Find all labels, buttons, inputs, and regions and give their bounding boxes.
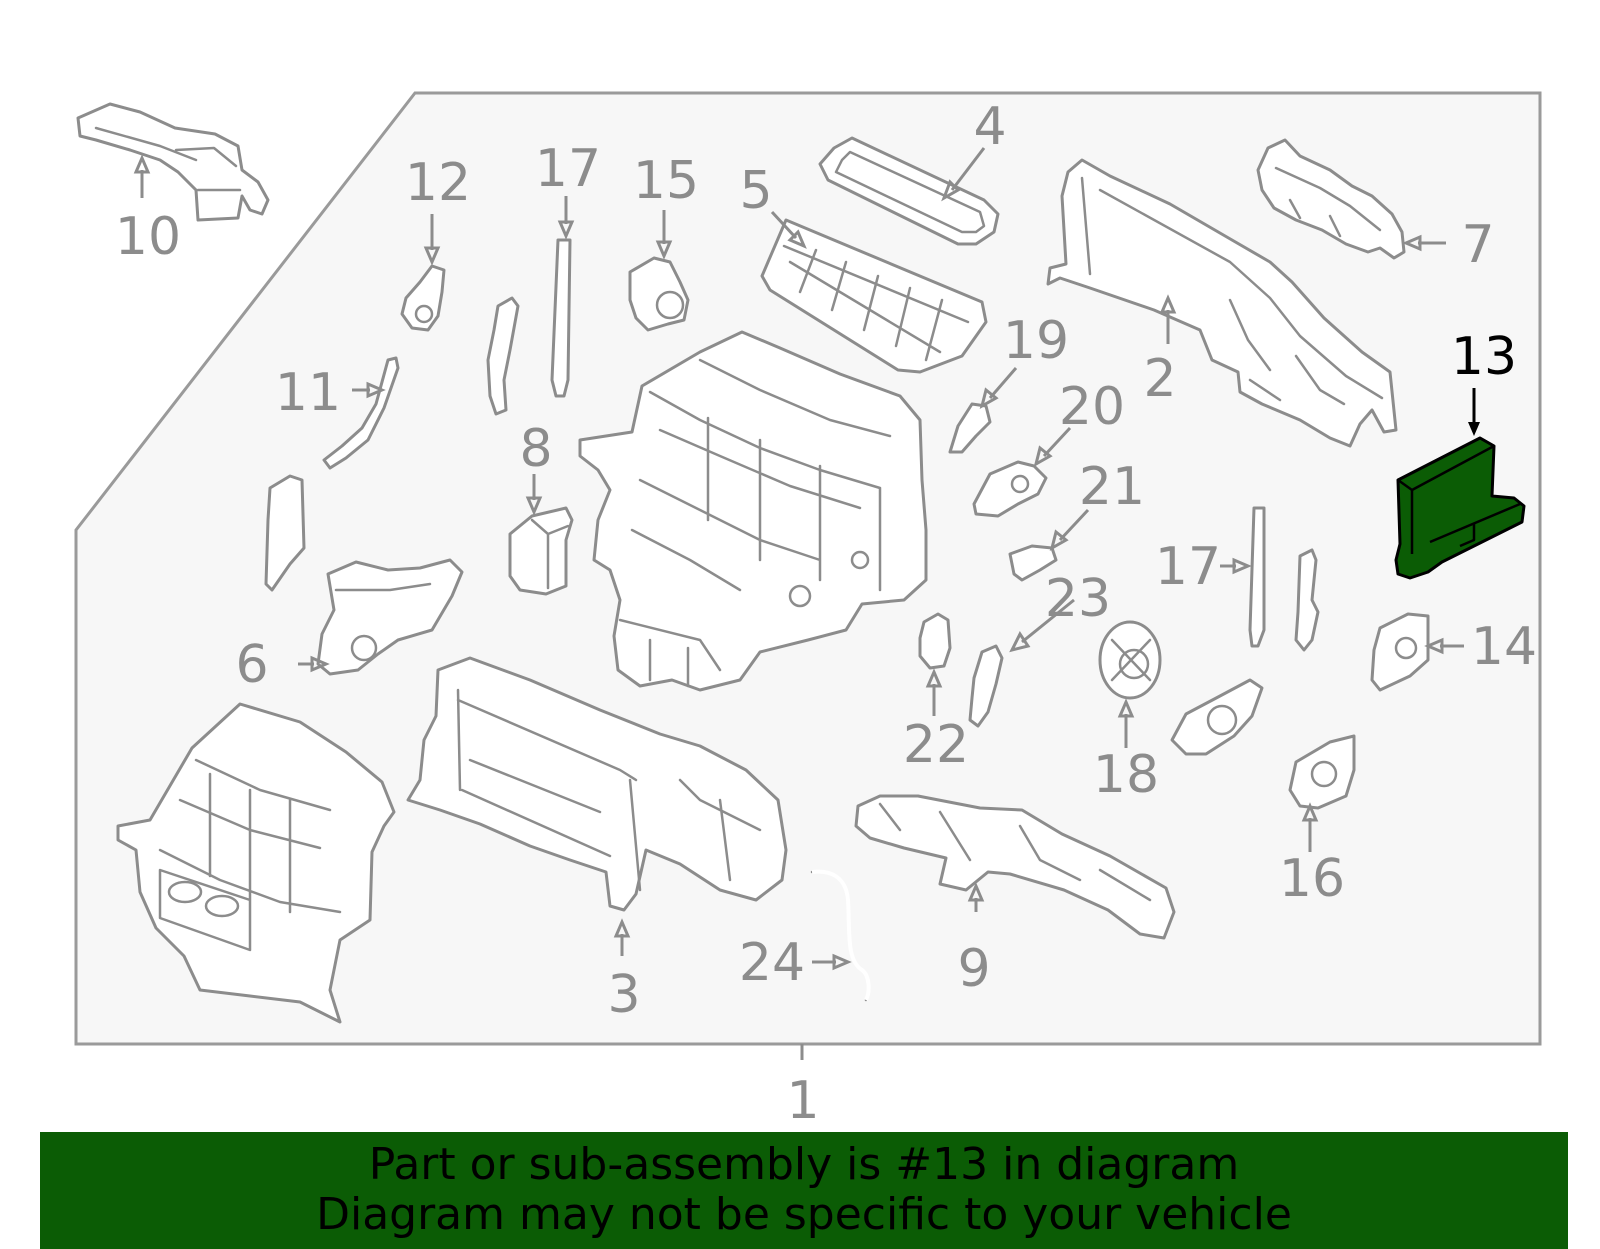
- callout-2: 2: [1143, 349, 1176, 409]
- callout-7: 7: [1461, 215, 1494, 275]
- part-5[interactable]: [760, 218, 988, 374]
- callout-23: 23: [1045, 569, 1111, 629]
- part-4[interactable]: [818, 136, 1000, 246]
- part-actuator-right[interactable]: [1170, 678, 1264, 756]
- part-linkage-a[interactable]: [486, 296, 520, 416]
- part-17b[interactable]: [1248, 506, 1266, 648]
- notice-banner: Part or sub-assembly is #13 in diagram D…: [40, 1132, 1568, 1249]
- part-blower-housing[interactable]: [116, 702, 396, 1024]
- callout-22: 22: [903, 715, 969, 775]
- callout-17b: 17: [1155, 537, 1221, 597]
- callout-6: 6: [235, 635, 268, 695]
- part-9[interactable]: [854, 794, 1176, 940]
- part-7[interactable]: [1256, 138, 1406, 260]
- banner-line-disclaimer: Diagram may not be specific to your vehi…: [316, 1189, 1292, 1240]
- part-13-highlighted[interactable]: [1394, 436, 1526, 580]
- callout-10: 10: [115, 207, 181, 267]
- part-24[interactable]: [810, 869, 871, 1002]
- leader-lines: [133, 147, 1480, 971]
- callout-13: 13: [1451, 327, 1517, 387]
- part-17a[interactable]: [550, 238, 572, 398]
- part-18[interactable]: [1098, 620, 1162, 700]
- callout-8: 8: [519, 419, 552, 479]
- callout-4: 4: [973, 97, 1006, 157]
- callout-12: 12: [405, 153, 471, 213]
- callout-5: 5: [739, 161, 772, 221]
- part-16[interactable]: [1288, 734, 1356, 810]
- callout-9: 9: [957, 939, 990, 999]
- part-bracket-left[interactable]: [264, 474, 306, 592]
- banner-line-part: Part or sub-assembly is #13 in diagram: [368, 1139, 1240, 1190]
- part-linkage-b[interactable]: [1294, 548, 1320, 652]
- part-lower-case[interactable]: [406, 656, 788, 912]
- callout-3: 3: [607, 965, 640, 1025]
- callout-14: 14: [1471, 617, 1537, 677]
- callout-15: 15: [633, 151, 699, 211]
- part-23[interactable]: [968, 644, 1004, 728]
- callout-1: 1: [786, 1071, 819, 1131]
- part-12[interactable]: [400, 264, 446, 332]
- part-20[interactable]: [972, 460, 1048, 518]
- callout-17a: 17: [535, 139, 601, 199]
- part-10[interactable]: [76, 102, 270, 222]
- callout-24: 24: [739, 933, 805, 993]
- part-15[interactable]: [628, 256, 690, 332]
- part-3-main-housing[interactable]: [578, 330, 928, 692]
- part-19[interactable]: [948, 402, 992, 454]
- part-8[interactable]: [508, 506, 574, 596]
- callout-16: 16: [1279, 849, 1345, 909]
- callout-18: 18: [1093, 745, 1159, 805]
- part-22[interactable]: [918, 612, 952, 670]
- part-11[interactable]: [322, 356, 400, 470]
- part-14[interactable]: [1370, 612, 1430, 692]
- callout-19: 19: [1003, 311, 1069, 371]
- callout-11: 11: [275, 363, 341, 423]
- part-2[interactable]: [1046, 158, 1398, 448]
- callout-20: 20: [1059, 377, 1125, 437]
- part-6[interactable]: [316, 558, 464, 676]
- part-21[interactable]: [1008, 544, 1058, 582]
- callout-21: 21: [1079, 457, 1145, 517]
